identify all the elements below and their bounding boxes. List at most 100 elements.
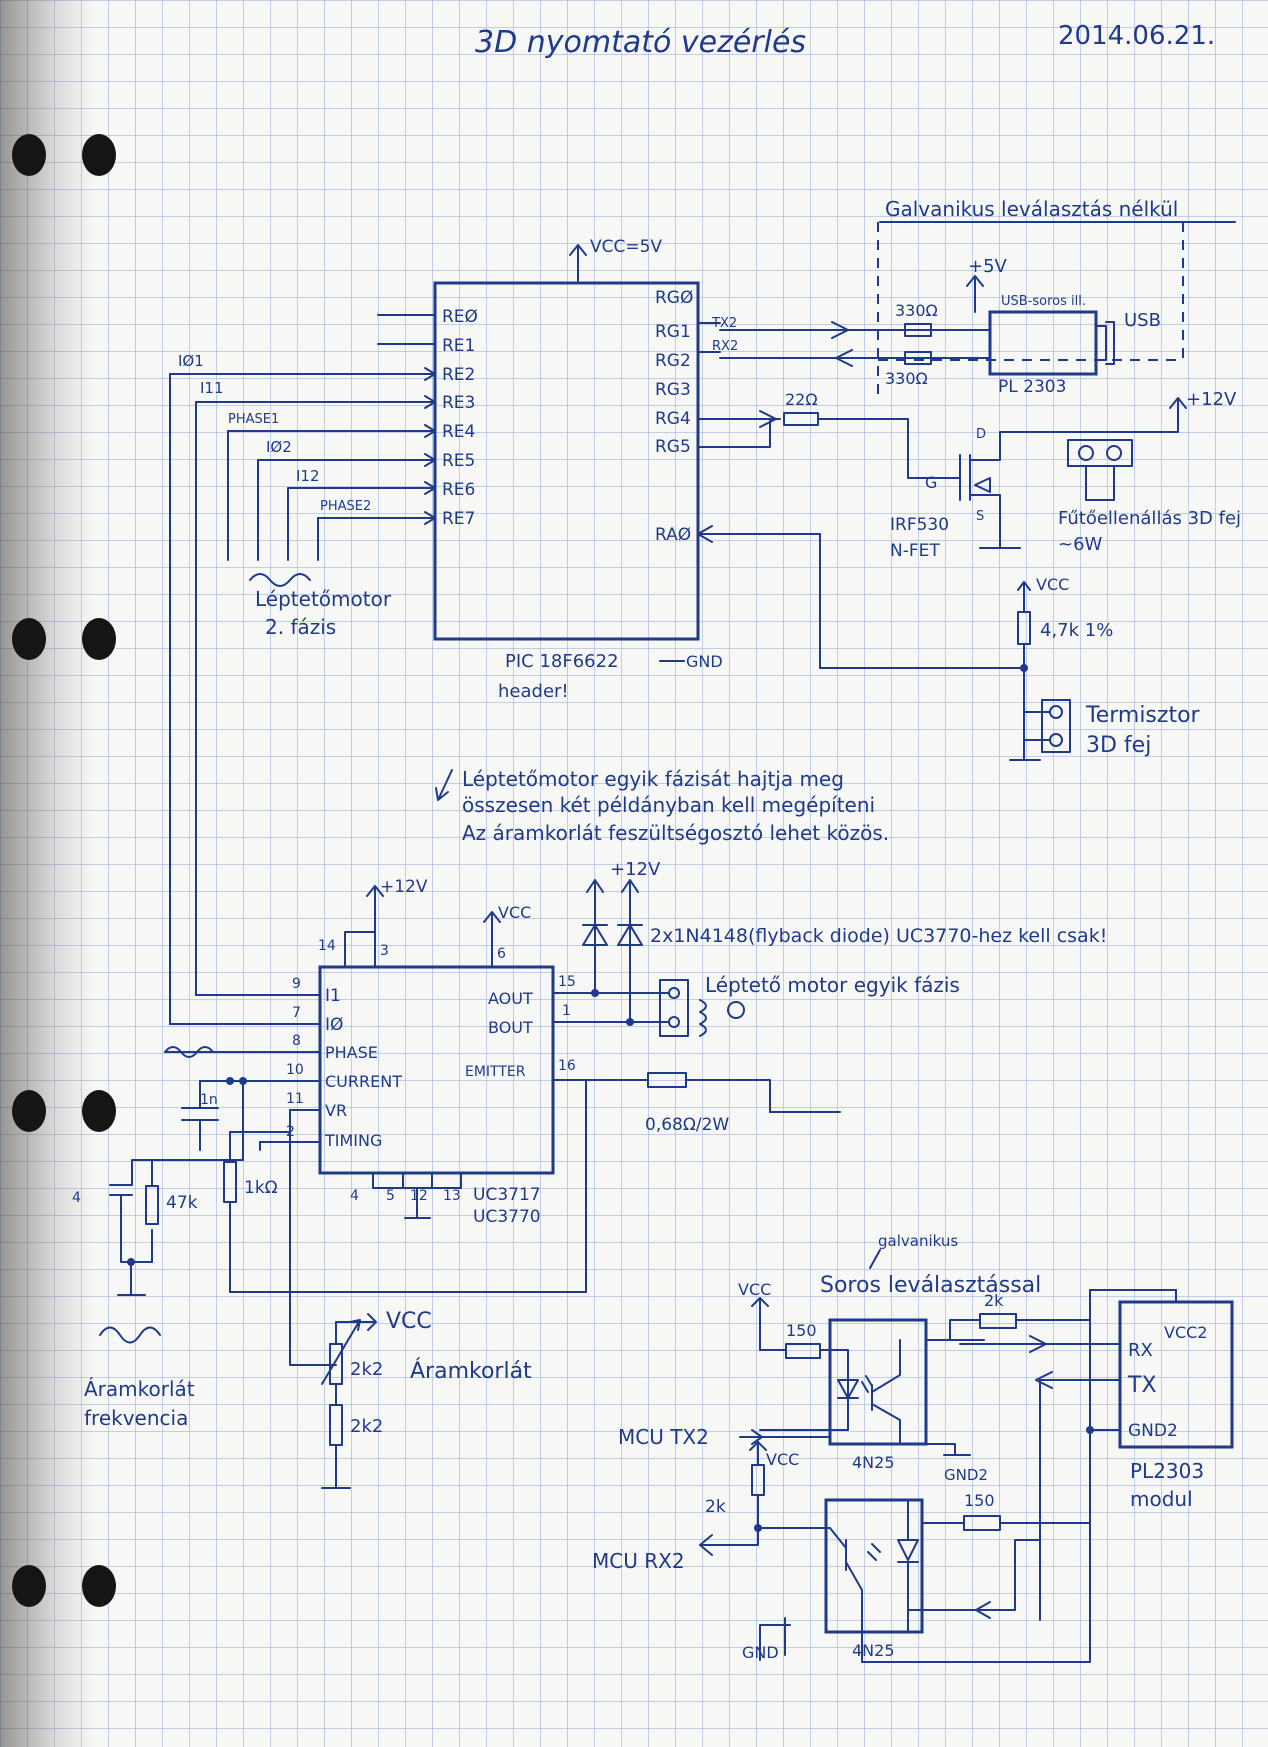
- serial-module1: PL2303: [1130, 1459, 1204, 1483]
- serial-vcc2: VCC2: [1164, 1323, 1207, 1342]
- note-1: Léptetőmotor egyik fázisát hajtja meg: [462, 767, 844, 791]
- therm-label2: 3D fej: [1086, 733, 1151, 758]
- mcu-pin-re4: RE4: [442, 422, 475, 442]
- date: 2014.06.21.: [1058, 21, 1215, 51]
- mcu-chip: VCC=5V REØ RE1 RE2 RE3 RE4 RE5 RE6 RE7 R…: [433, 237, 723, 702]
- mcu-pin-rg5: RG5: [655, 437, 691, 457]
- heater-section: 22Ω D G S IRF530 N-FET +12V Fűtőellenáll…: [697, 389, 1241, 561]
- mcu-gnd-label: GND: [686, 652, 723, 671]
- binder-hole-7: [12, 1565, 46, 1607]
- serial-r2k-top: 2k: [984, 1291, 1004, 1310]
- binder-hole-1: [12, 134, 46, 176]
- driver-pin11-name: VR: [325, 1101, 347, 1120]
- binder-hole-8: [82, 1565, 116, 1607]
- usb-chip: PL 2303: [998, 377, 1066, 397]
- serial-mcu-tx: MCU TX2: [618, 1425, 709, 1449]
- title: 3D nyomtató vezérlés: [475, 25, 806, 60]
- driver-bout: BOUT: [488, 1018, 533, 1037]
- driver-pin9-name: I1: [325, 986, 341, 1006]
- isolated-serial: galvanikus Soros leválasztással VCC 150 …: [592, 1232, 1234, 1663]
- therm-vcc: VCC: [1036, 575, 1069, 594]
- binding-shadow: [0, 0, 95, 1747]
- sense-r: 0,68Ω/2W: [645, 1115, 729, 1135]
- heater-r: 22Ω: [785, 390, 818, 409]
- driver-pin14: 14: [318, 938, 336, 954]
- driver-pin10-num: 10: [286, 1062, 304, 1078]
- driver-part1: UC3717: [473, 1185, 541, 1205]
- timing-network: 1n 4 47k 1kΩ Áramkorlát frekvencia: [72, 1077, 587, 1430]
- sig-phase2: PHASE2: [320, 499, 371, 514]
- sig-tx2: TX2: [711, 316, 737, 331]
- serial-heading: Soros leválasztással: [820, 1273, 1041, 1298]
- driver-bpin12: 12: [410, 1188, 428, 1204]
- sig-i01: IØ1: [178, 352, 204, 370]
- driver-chip: +12V 14 3 VCC 6 9 I1 7 IØ 8 PHASE 10 CUR…: [164, 877, 576, 1227]
- usb-module: USB-soros ill.: [1001, 294, 1086, 309]
- note-2: összesen két példányban kell megépíteni: [462, 793, 875, 817]
- usb-r1: 330Ω: [895, 301, 938, 320]
- sig-phase1: PHASE1: [228, 412, 279, 427]
- serial-tx: TX: [1127, 1373, 1157, 1398]
- driver-outputs: +12V 2x1N4148(flyback diode) UC3770-hez …: [552, 859, 1107, 1135]
- mcu-pin-re5: RE5: [442, 451, 475, 471]
- driver-plus12: +12V: [380, 877, 428, 897]
- timing-label1: Áramkorlát: [84, 1377, 195, 1401]
- stepper2-line2: 2. fázis: [265, 615, 336, 639]
- serial-gnd: GND: [742, 1643, 779, 1662]
- binder-hole-5: [12, 1090, 46, 1132]
- driver-pin2-name: TIMING: [324, 1131, 382, 1150]
- driver-bpin13: 13: [443, 1188, 461, 1204]
- heater-label1: Fűtőellenállás 3D fej: [1058, 508, 1241, 529]
- usb-r2: 330Ω: [885, 369, 928, 388]
- driver-pin11-num: 11: [286, 1091, 304, 1107]
- serial-mcu-rx: MCU RX2: [592, 1549, 685, 1573]
- driver-bpin4: 4: [350, 1188, 359, 1204]
- sig-i02: IØ2: [266, 438, 292, 456]
- heater-label2: ~6W: [1058, 534, 1103, 555]
- mcu-pin-re6: RE6: [442, 480, 475, 500]
- driver-pin10-name: CURRENT: [325, 1072, 402, 1091]
- serial-gnd2: GND2: [944, 1466, 988, 1484]
- flyback-plus12: +12V: [610, 859, 661, 880]
- sig-i12: I12: [296, 467, 320, 485]
- thermistor-section: VCC 4,7k 1% Termisztor 3D fej: [697, 525, 1201, 761]
- driver-pin15: 15: [558, 974, 576, 990]
- motor-phase-label: Léptető motor egyik fázis: [705, 973, 960, 997]
- note-3: Az áramkorlát feszültségosztó lehet közö…: [462, 821, 889, 845]
- serial-gnd2-pin: GND2: [1128, 1421, 1178, 1441]
- binder-hole-6: [82, 1090, 116, 1132]
- mcu-pin-rg1: RG1: [655, 322, 691, 342]
- fet-type: N-FET: [890, 541, 940, 561]
- fet-s: S: [976, 509, 984, 524]
- mcu-pin-re3: RE3: [442, 393, 475, 413]
- cap-label: 4: [72, 1190, 81, 1206]
- driver-emitter: EMITTER: [465, 1064, 526, 1080]
- isolation-label: Galvanikus leválasztás nélkül: [885, 197, 1178, 221]
- serial-opto-top: 4N25: [852, 1453, 895, 1472]
- flyback-text: 2x1N4148(flyback diode) UC3770-hez kell …: [650, 925, 1107, 947]
- driver-vcc: VCC: [498, 903, 531, 922]
- mcu-pin-rg0: RGØ: [655, 288, 693, 308]
- serial-r150-bottom: 150: [964, 1491, 995, 1510]
- fet-g: G: [925, 473, 937, 492]
- re-signal-wires: IØ1 I11 PHASE1 IØ2 I12 PHASE2 Léptetőmot…: [169, 314, 436, 1025]
- serial-module2: modul: [1130, 1487, 1193, 1511]
- driver-pin9-num: 9: [292, 976, 301, 992]
- driver-part2: UC3770: [473, 1207, 541, 1227]
- climit-label: Áramkorlát: [410, 1358, 532, 1384]
- cap-1n: 1n: [200, 1092, 218, 1108]
- mcu-pin-rg3: RG3: [655, 380, 691, 400]
- mcu-vcc-label: VCC=5V: [590, 237, 662, 257]
- driver-pin1: 1: [562, 1003, 571, 1019]
- serial-rx: RX: [1128, 1340, 1153, 1361]
- driver-pin3: 3: [380, 943, 389, 959]
- driver-pin8-num: 8: [292, 1033, 301, 1049]
- timing-label2: frekvencia: [84, 1406, 188, 1430]
- usb-plus5: +5V: [968, 256, 1008, 277]
- therm-r: 4,7k 1%: [1040, 620, 1113, 641]
- r-1k: 1kΩ: [244, 1178, 278, 1198]
- climit-pot: 2k2: [350, 1359, 383, 1380]
- binder-hole-3: [12, 618, 46, 660]
- mcu-pin-rg2: RG2: [655, 351, 691, 371]
- serial-vcc-top: VCC: [738, 1280, 771, 1299]
